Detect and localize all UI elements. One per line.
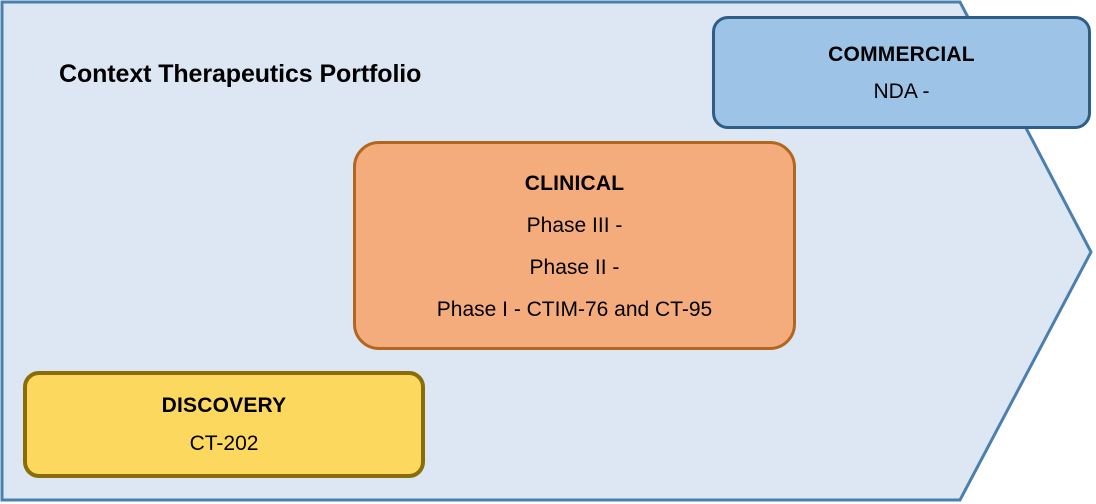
stage-title-discovery: DISCOVERY — [161, 393, 287, 417]
stage-box-discovery[interactable]: DISCOVERY CT-202 — [23, 371, 425, 478]
stage-line-commercial-nda: NDA - — [873, 80, 930, 103]
stage-title-commercial: COMMERCIAL — [828, 43, 975, 66]
stage-line-phase-i: Phase I - CTIM-76 and CT-95 — [436, 297, 713, 321]
page-title: Context Therapeutics Portfolio — [59, 60, 422, 88]
stage-box-commercial[interactable]: COMMERCIAL NDA - — [712, 16, 1091, 129]
stage-line-phase-ii: Phase II - — [529, 255, 620, 279]
stage-title-clinical: CLINICAL — [524, 171, 625, 195]
stage-box-clinical[interactable]: CLINICAL Phase III - Phase II - Phase I … — [353, 141, 796, 350]
stage-line-discovery-ct202: CT-202 — [189, 431, 259, 455]
stage-line-phase-iii: Phase III - — [526, 213, 623, 237]
